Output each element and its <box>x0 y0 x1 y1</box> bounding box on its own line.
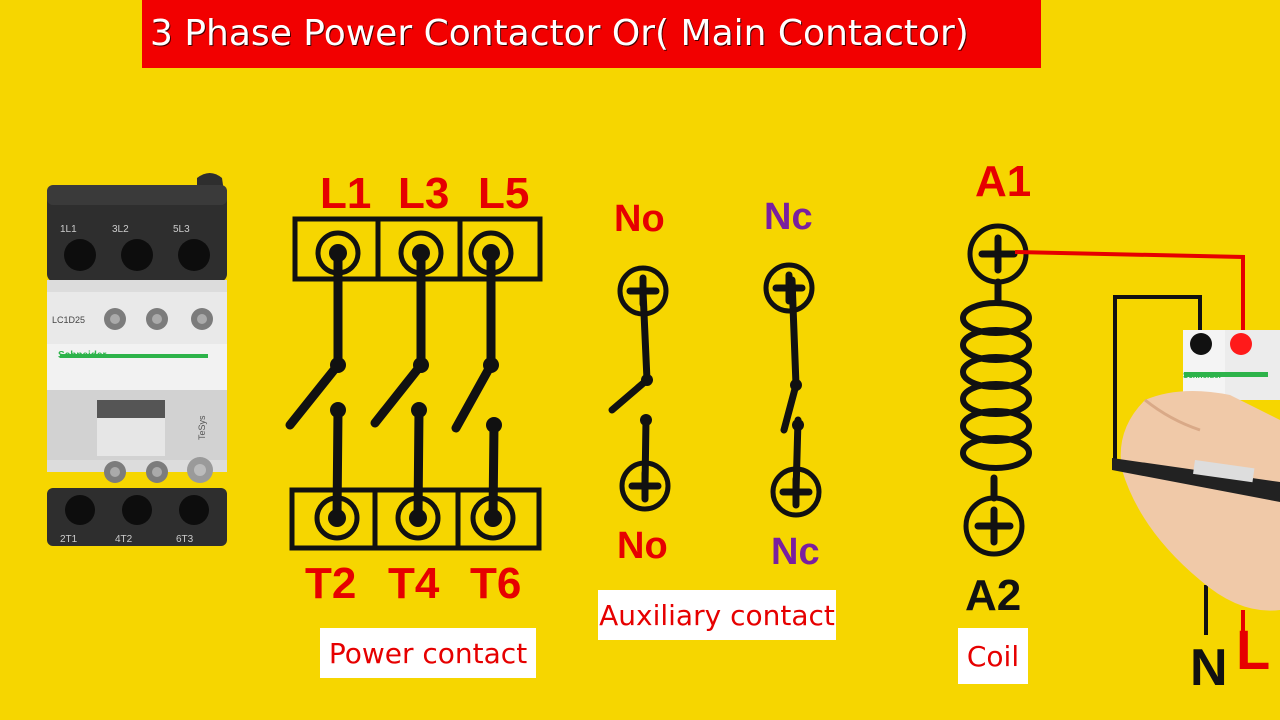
auxiliary-no-contact-symbol <box>608 265 671 512</box>
coil-a2-label: A2 <box>965 571 1022 620</box>
auxiliary-contact-caption: Auxiliary contact <box>598 590 836 640</box>
aux-no-top-label: No <box>614 198 665 240</box>
power-contact-symbol <box>285 216 543 551</box>
terminal-label-l1: L1 <box>320 169 372 218</box>
device-mark-5L3: 5L3 <box>173 224 190 235</box>
terminal-label-l3: L3 <box>398 169 450 218</box>
coil-a1-label: A1 <box>975 157 1032 206</box>
device-mark-3L2: 3L2 <box>112 224 129 235</box>
device-mark-6T3: 6T3 <box>176 534 194 545</box>
neutral-label: N <box>1190 639 1228 697</box>
terminal-label-t2: T2 <box>305 559 357 608</box>
coil-caption: Coil <box>958 628 1028 684</box>
auxiliary-nc-contact-symbol <box>763 262 822 518</box>
red-wire <box>1014 250 1245 336</box>
circuit-breaker-image <box>1183 330 1280 400</box>
terminal-label-l5: L5 <box>478 169 530 218</box>
device-mark-4T2: 4T2 <box>115 534 133 545</box>
aux-nc-bottom-label: Nc <box>771 531 820 573</box>
device-brand-label: Schneider <box>58 350 106 361</box>
black-wire <box>1113 295 1208 635</box>
device-mark-2T1: 2T1 <box>60 534 78 545</box>
title-bar <box>142 0 1041 68</box>
aux-no-bottom-label: No <box>617 525 668 567</box>
device-mark-1L1: 1L1 <box>60 224 77 235</box>
coil-symbol <box>960 223 1032 557</box>
aux-nc-top-label: Nc <box>764 196 813 238</box>
line-label: L <box>1236 618 1271 681</box>
page-title: 3 Phase Power Contactor Or( Main Contact… <box>150 13 969 54</box>
terminal-label-t4: T4 <box>388 559 440 608</box>
device-series-label: TeSys <box>197 415 207 440</box>
breaker-brand-label: Schneider <box>1183 371 1222 380</box>
hand-with-marker-image <box>1112 391 1280 611</box>
device-model-label: LC1D25 <box>52 315 85 325</box>
contactor-device-image <box>47 173 227 546</box>
power-contact-caption: Power contact <box>320 628 536 678</box>
terminal-label-t6: T6 <box>470 559 522 608</box>
